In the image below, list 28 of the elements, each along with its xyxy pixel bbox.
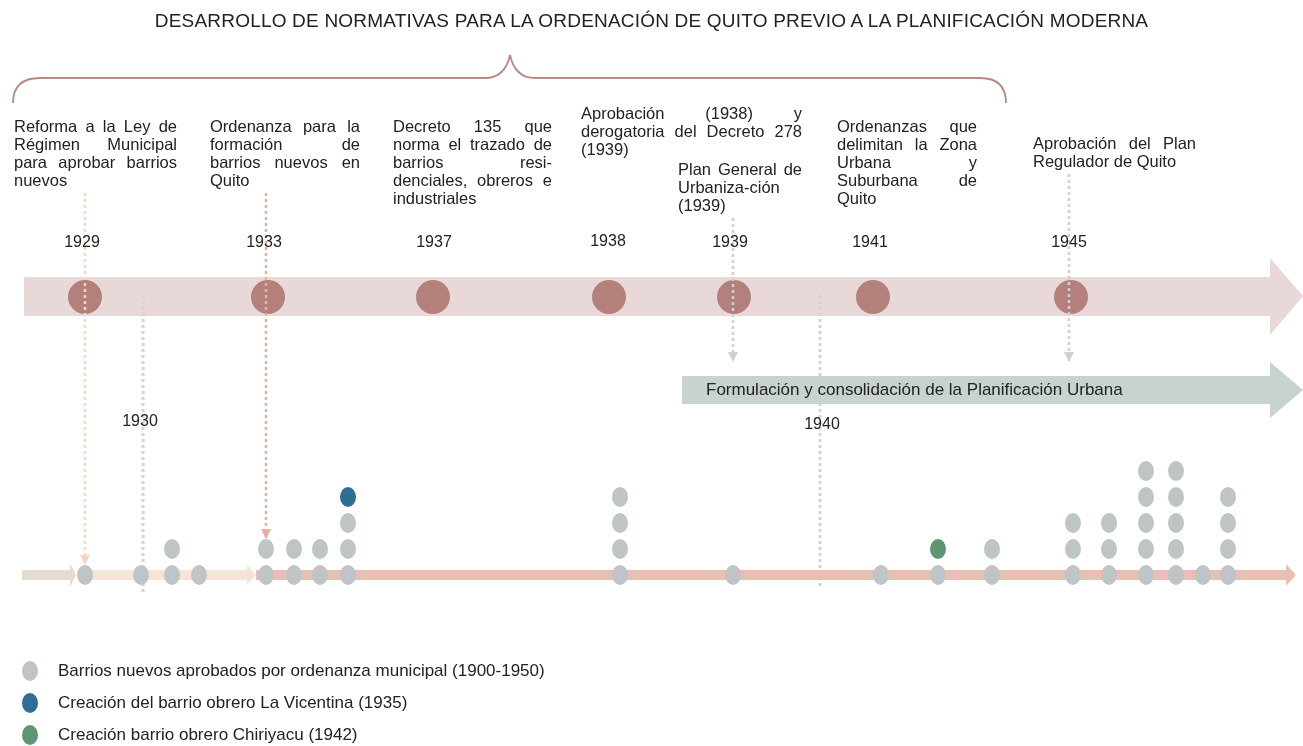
legend-label: Barrios nuevos aprobados por ordenanza municipal (1900-1950) xyxy=(58,661,545,681)
arrow-band xyxy=(682,362,1303,418)
dotted-arrow xyxy=(261,193,271,539)
legend-label: Creación barrio obrero Chiriyacu (1942) xyxy=(58,725,358,745)
year-label: 1940 xyxy=(804,415,840,433)
year-label: 1941 xyxy=(852,233,888,251)
event-text: Ordenanzas que delimitan la Zona Urbana y Suburbana de Quito xyxy=(837,117,977,207)
year-label: 1929 xyxy=(64,233,100,251)
dotted-arrow xyxy=(728,218,738,362)
event-text: Ordenanza para la formación de barrios nuevos en Quito xyxy=(210,117,360,189)
event-text: Decreto 135 que norma el trazado de barrios resi-denciales, obreros e industriales xyxy=(393,117,552,207)
event-text: Plan General de Urbaniza-ción (1939) xyxy=(678,160,802,214)
year-label: 1933 xyxy=(246,233,282,251)
dotted-arrow xyxy=(1064,174,1074,362)
year-label: 1937 xyxy=(416,233,452,251)
event-text: Reforma a la Ley de Régimen Municipal para aprobar barrios nuevos xyxy=(14,117,177,189)
diagram-title: DESARROLLO DE NORMATIVAS PARA LA ORDENACIÓN DE QUITO PREVIO A LA PLANIFICACIÓN MODERNA xyxy=(153,10,1150,32)
event-text: Aprobación (1938) y derogatoria del Decreto 278 (1939) xyxy=(581,104,802,158)
band-label: Formulación y consolidación de la Planificación Urbana xyxy=(705,380,1123,400)
dotted-arrow xyxy=(80,193,90,565)
event-text: Aprobación del Plan Regulador de Quito xyxy=(1033,134,1196,170)
year-label: 1939 xyxy=(712,233,748,251)
neighborhood-dot xyxy=(77,565,93,585)
legend-label: Creación del barrio obrero La Vicentina (1935) xyxy=(58,693,408,713)
neighborhood-dot xyxy=(258,539,274,559)
year-label: 1930 xyxy=(122,412,158,430)
year-label: 1945 xyxy=(1051,233,1087,251)
year-label: 1938 xyxy=(590,232,626,250)
